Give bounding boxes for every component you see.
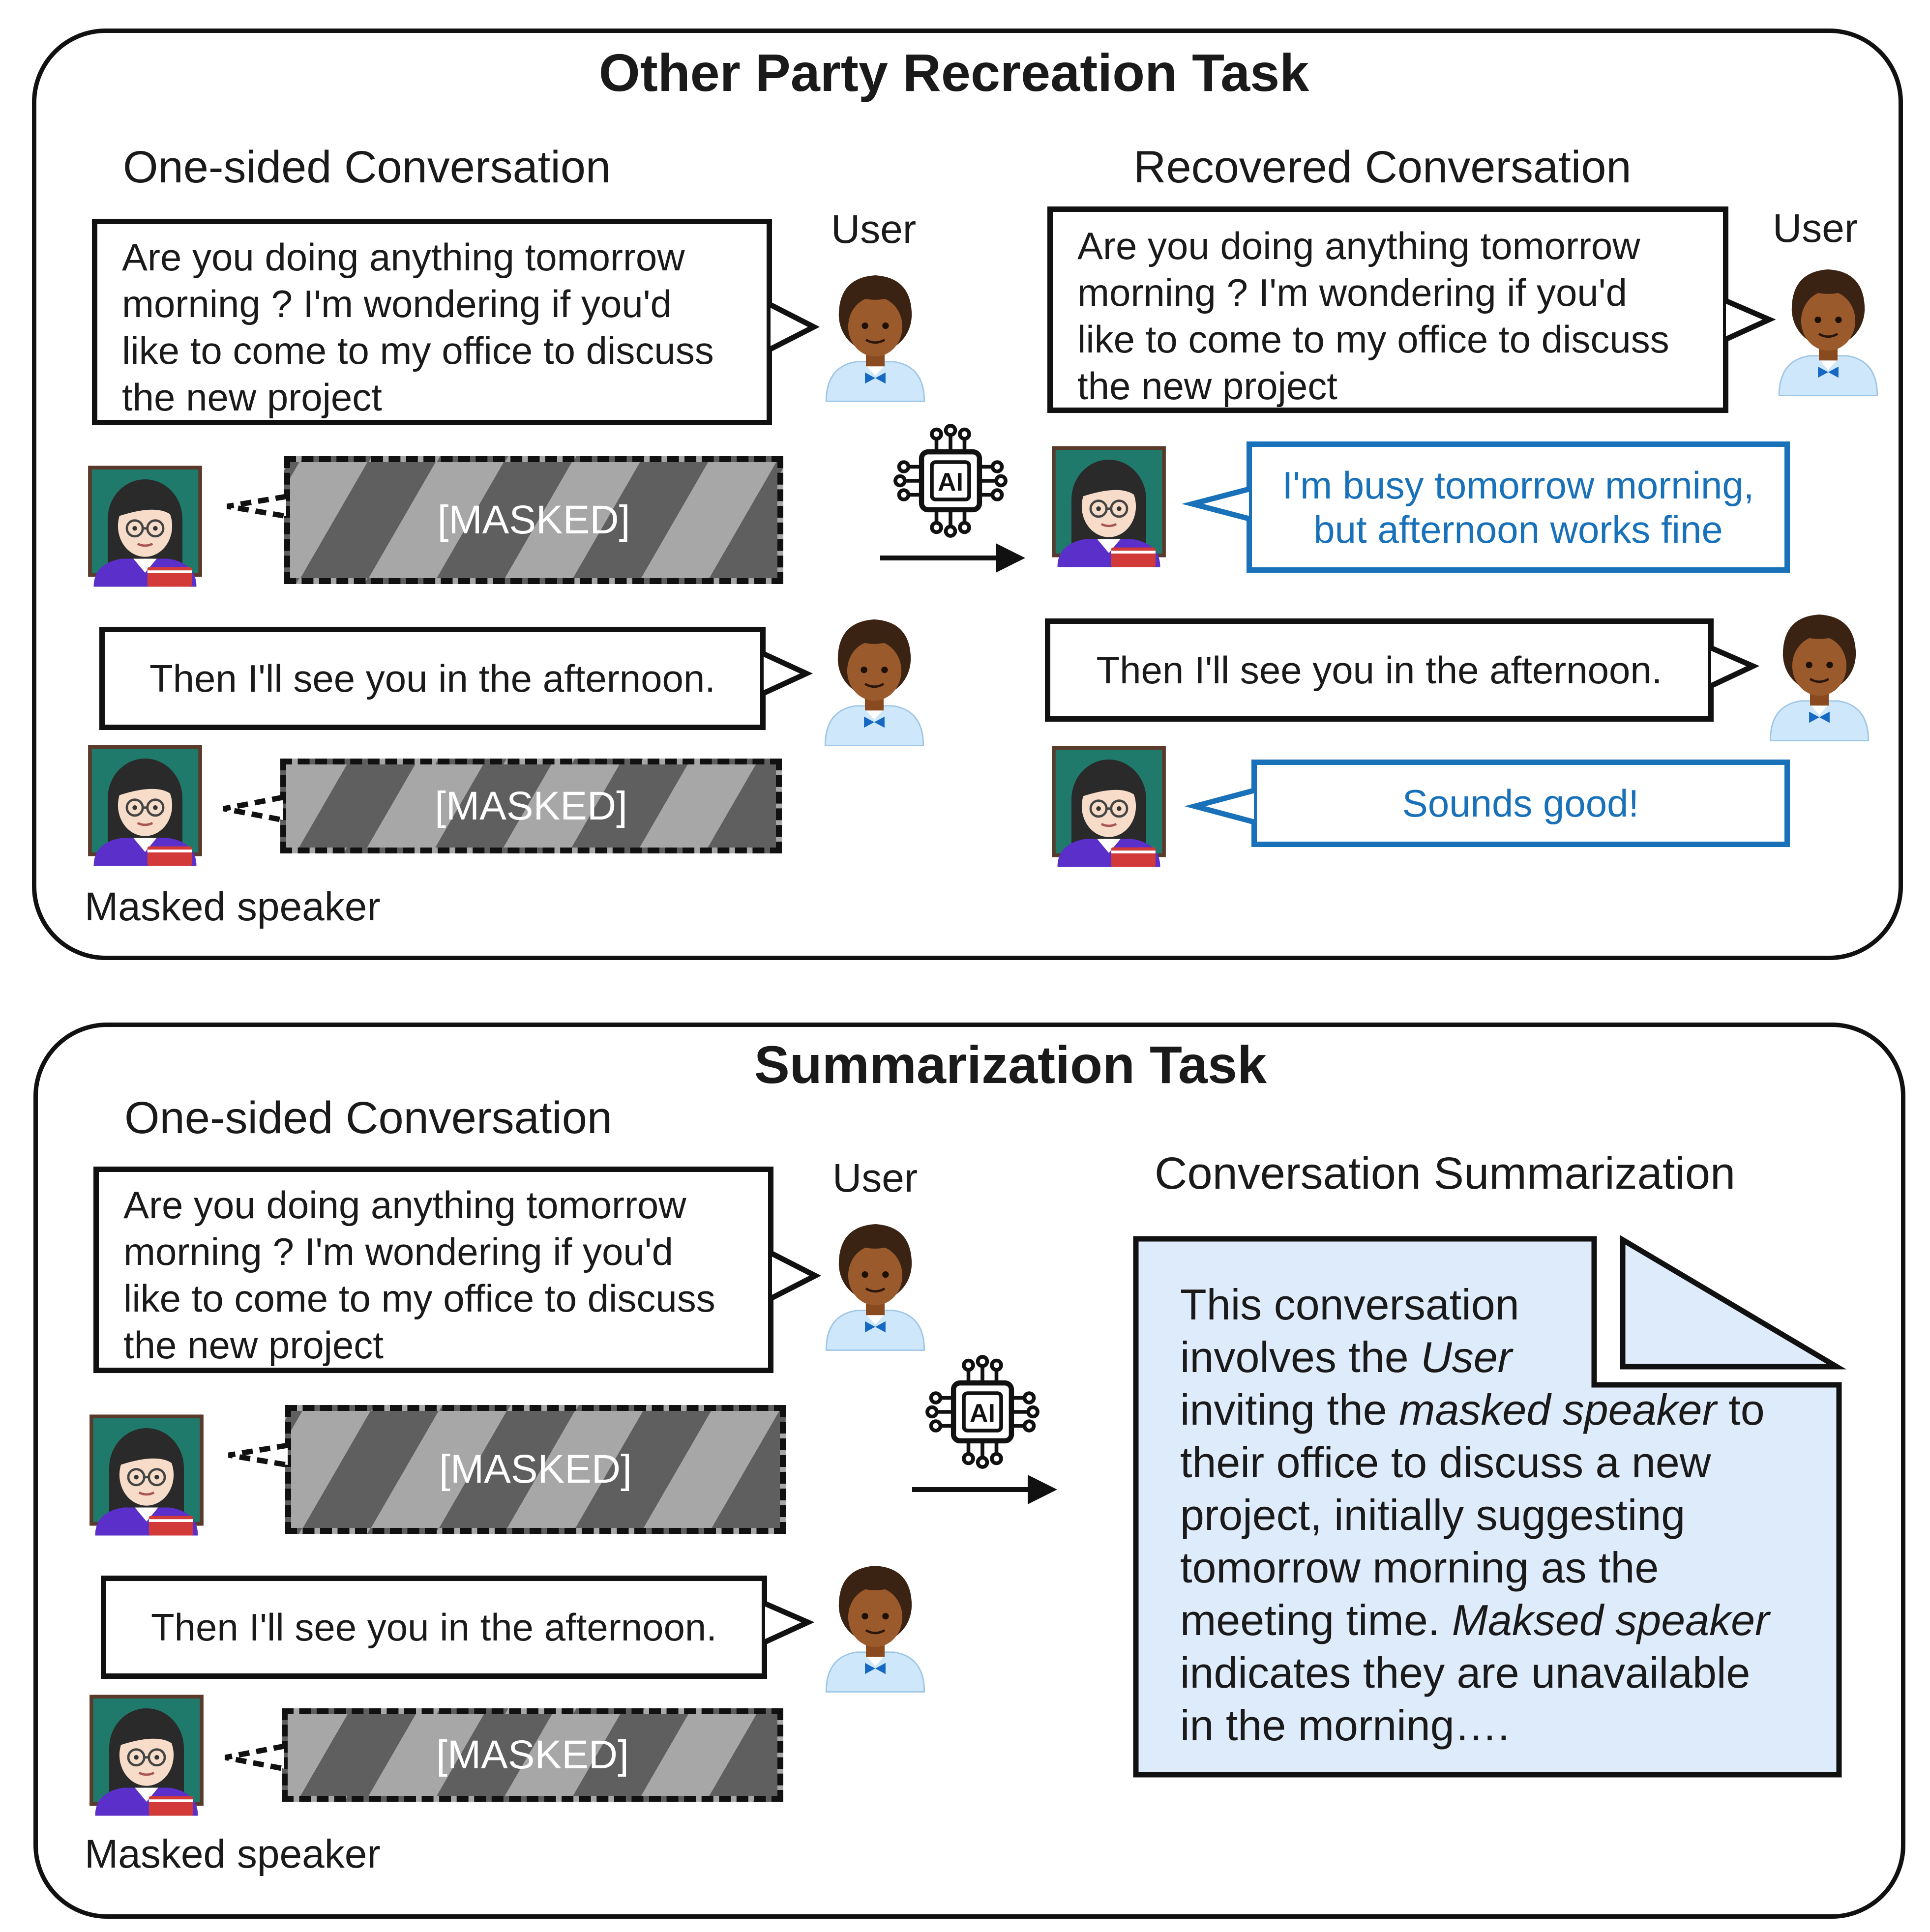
user-label: User <box>832 1156 918 1200</box>
message-line: morning ? I'm wondering if you'd <box>1077 271 1628 314</box>
masked-message-bubble: [MASKED] <box>282 1708 783 1802</box>
recovered-line: but afternoon works fine <box>1313 507 1723 551</box>
message-line: like to come to my office to discuss <box>1077 318 1669 361</box>
message-line: Are you doing anything tomorrow <box>123 1183 686 1227</box>
message-line: like to come to my office to discuss <box>122 329 714 372</box>
ai-chip-label: AI <box>938 468 963 497</box>
message-line: Are you doing anything tomorrow <box>1077 224 1640 267</box>
bubble-tail <box>1710 645 1760 688</box>
user-label: User <box>1773 206 1858 251</box>
user-message-bubble: Then I'll see you in the afternoon. <box>99 627 766 730</box>
teacher-avatar-icon <box>1054 448 1164 567</box>
summary-line: their office to discuss a new <box>1180 1438 1711 1487</box>
recovered-text: Sounds good! <box>1402 781 1639 825</box>
masked-speaker-label: Masked speaker <box>85 884 381 929</box>
document-fold-icon <box>1620 1235 1847 1370</box>
recovered-line: I'm busy tomorrow morning, <box>1282 463 1754 507</box>
bubble-tail <box>224 1743 285 1772</box>
one-sided-heading: One-sided Conversation <box>124 1093 613 1143</box>
masked-message-bubble: [MASKED] <box>285 1405 786 1534</box>
recovered-message-bubble: Sounds good! <box>1251 760 1790 847</box>
message-line: like to come to my office to discuss <box>123 1277 715 1320</box>
user-message-bubble: Are you doing anything tomorrow morning … <box>92 219 772 425</box>
masked-text: [MASKED] <box>439 1447 632 1492</box>
masked-speaker-label: Masked speaker <box>85 1832 381 1876</box>
user-message-bubble: Then I'll see you in the afternoon. <box>1045 618 1714 722</box>
bubble-tail <box>764 1601 815 1644</box>
message-line: the new project <box>123 1323 384 1367</box>
summary-line: involves the User <box>1180 1333 1512 1381</box>
bubble-tail <box>769 302 820 351</box>
recovered-message-bubble: I'm busy tomorrow morning, but afternoon… <box>1247 441 1790 573</box>
bubble-tail <box>1724 298 1776 342</box>
message-line: Are you doing anything tomorrow <box>122 235 685 279</box>
ai-chip-label: AI <box>970 1399 995 1428</box>
bubble-tail <box>771 1251 822 1300</box>
masked-message-bubble: [MASKED] <box>280 759 782 853</box>
message-line: morning ? I'm wondering if you'd <box>122 282 672 325</box>
message-text: Then I'll see you in the afternoon. <box>149 656 715 700</box>
recreation-task-panel <box>32 29 1903 960</box>
teacher-avatar-icon <box>90 468 200 586</box>
masked-message-bubble: [MASKED] <box>284 456 783 584</box>
message-line: morning ? I'm wondering if you'd <box>123 1230 674 1273</box>
summary-line: inviting the masked speaker to <box>1180 1385 1765 1434</box>
teacher-avatar-icon <box>91 1416 202 1535</box>
summary-line: project, initially suggesting <box>1180 1491 1686 1539</box>
teacher-avatar-icon <box>90 747 200 866</box>
user-avatar-icon <box>825 619 923 746</box>
masked-text: [MASKED] <box>435 783 627 828</box>
user-avatar-icon <box>826 275 924 402</box>
summary-line: This conversation <box>1180 1280 1519 1329</box>
summarization-task-title: Summarization Task <box>754 1035 1267 1094</box>
bubble-tail <box>1184 788 1255 825</box>
summary-line: meeting time. Maksed speaker <box>1180 1596 1770 1644</box>
summarization-task-panel <box>33 1023 1905 1919</box>
user-message-bubble: Then I'll see you in the afternoon. <box>101 1576 767 1679</box>
recovered-heading: Recovered Conversation <box>1133 142 1632 192</box>
bubble-tail <box>762 651 813 696</box>
one-sided-heading: One-sided Conversation <box>123 142 611 192</box>
summarization-heading: Conversation Summarization <box>1155 1148 1736 1199</box>
message-text: Then I'll see you in the afternoon. <box>1096 648 1663 692</box>
user-message-bubble: Are you doing anything tomorrow morning … <box>1047 206 1728 413</box>
bubble-tail <box>1182 486 1250 522</box>
teacher-avatar-icon <box>91 1697 202 1815</box>
bubble-tail <box>223 794 284 823</box>
summary-text: This conversation involves the User invi… <box>1180 1278 1769 1752</box>
masked-text: [MASKED] <box>437 498 630 542</box>
summary-line: tomorrow morning as the <box>1180 1543 1659 1592</box>
message-line: the new project <box>1077 364 1337 408</box>
summary-document <box>1133 1236 1842 1778</box>
bubble-tail <box>228 1442 288 1468</box>
masked-text: [MASKED] <box>436 1732 629 1777</box>
user-avatar-icon <box>826 1224 924 1350</box>
recreation-task-title: Other Party Recreation Task <box>598 43 1309 102</box>
teacher-avatar-icon <box>1054 748 1164 867</box>
user-avatar-icon <box>1770 615 1869 741</box>
user-avatar-icon <box>826 1566 924 1692</box>
user-label: User <box>831 207 917 252</box>
user-avatar-icon <box>1779 269 1877 396</box>
bubble-tail <box>227 494 287 519</box>
user-message-bubble: Are you doing anything tomorrow morning … <box>93 1167 773 1373</box>
message-text: Then I'll see you in the afternoon. <box>151 1605 717 1649</box>
summary-line: indicates they are unavailable <box>1180 1648 1751 1697</box>
message-line: the new project <box>122 376 382 419</box>
summary-line: in the morning…. <box>1180 1701 1510 1750</box>
